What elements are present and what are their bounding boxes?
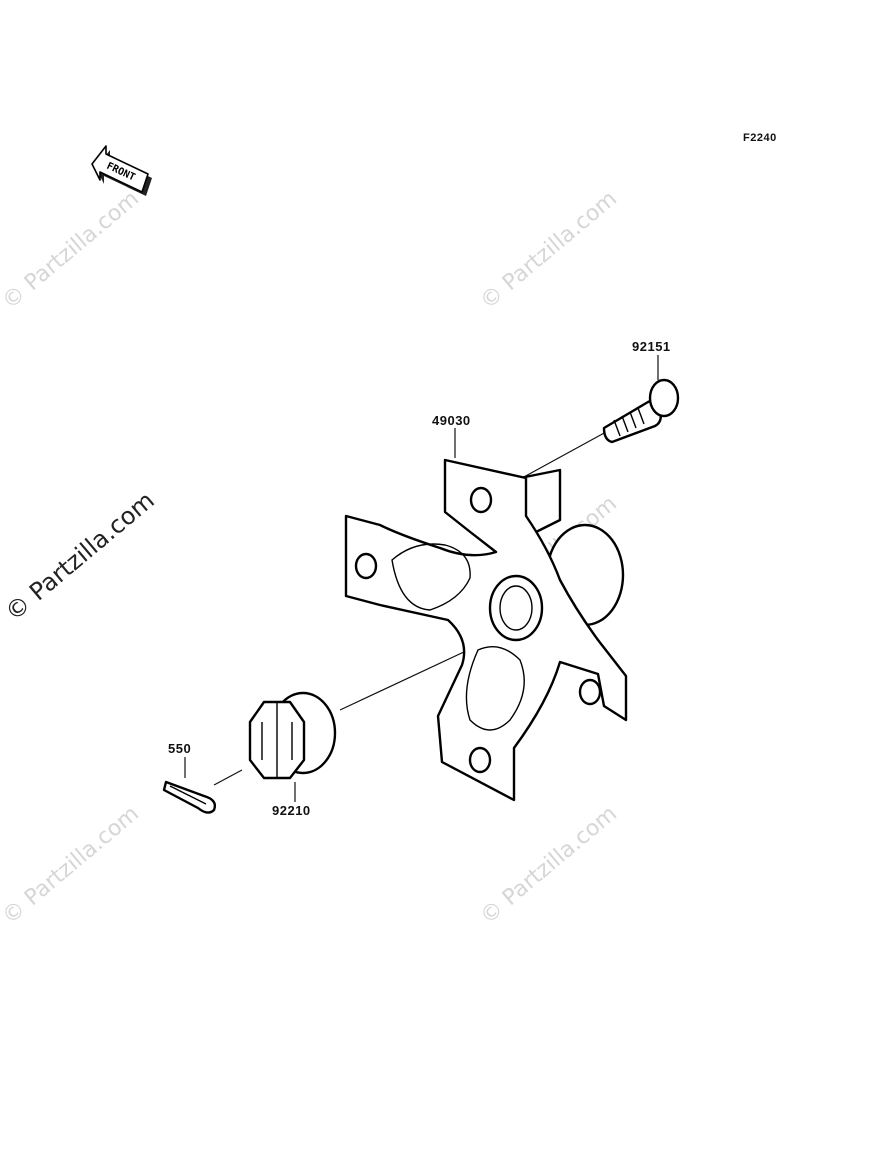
part-label-49030[interactable]: 49030: [432, 413, 471, 428]
part-label-92151[interactable]: 92151: [632, 339, 671, 354]
part-label-92210[interactable]: 92210: [272, 803, 311, 818]
front-arrow-icon: FRONT: [91, 145, 152, 196]
watermark: © Partzilla.com: [0, 801, 144, 929]
watermark: © Partzilla.com: [0, 186, 144, 314]
watermark-strong: © Partzilla.com: [0, 486, 160, 626]
cotter-pin-part: [162, 780, 217, 814]
watermark: © Partzilla.com: [476, 801, 622, 929]
diagram-code: F2240: [743, 132, 777, 144]
watermark: © Partzilla.com: [476, 186, 622, 314]
hub-part: [344, 458, 628, 802]
castle-nut-part: [248, 691, 337, 780]
part-label-550[interactable]: 550: [168, 741, 191, 756]
bolt-part: [602, 378, 680, 444]
